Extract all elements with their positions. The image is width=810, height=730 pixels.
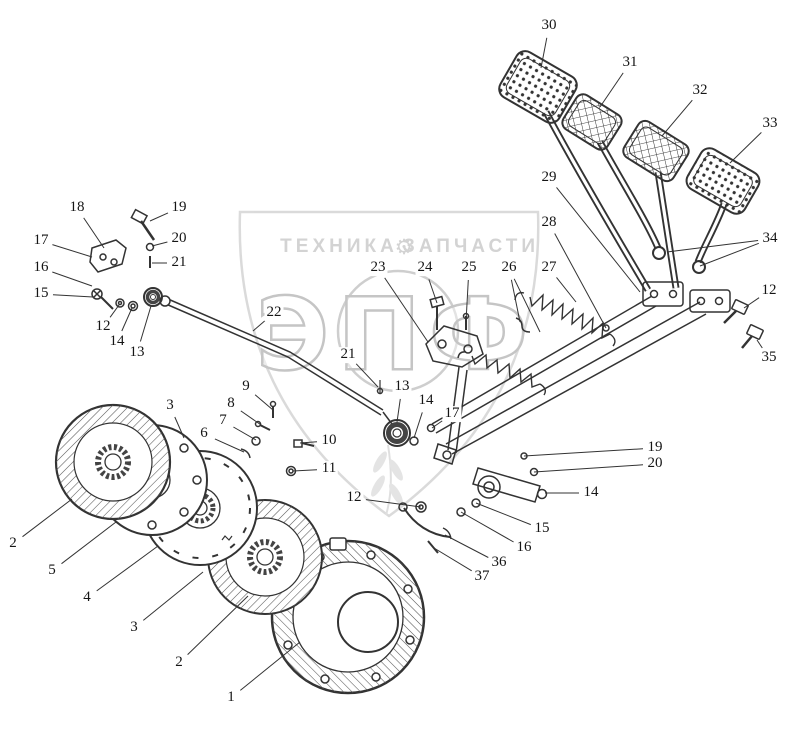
callout-11-34: 11 (319, 460, 339, 477)
callout-15-20: 15 (31, 285, 51, 302)
callout-33-3: 33 (760, 115, 780, 132)
callout-5-44: 5 (46, 562, 58, 579)
callout-29-5: 29 (539, 169, 559, 186)
callout-10-33: 10 (319, 432, 339, 449)
callout-28-6: 28 (539, 214, 559, 231)
callout-3-46: 3 (164, 397, 176, 414)
callout-18-14: 18 (67, 199, 87, 216)
callout-19-15: 19 (169, 199, 189, 216)
callout-22-24: 22 (264, 304, 284, 321)
callout-20-37: 20 (645, 455, 665, 472)
callout-16-18: 16 (31, 259, 51, 276)
callout-12-21: 12 (93, 318, 113, 335)
watermark-logo-text: ЭПФ (256, 276, 536, 393)
callout-14-31: 14 (416, 392, 436, 409)
release-bracket (415, 452, 548, 517)
callout-15-39: 15 (532, 520, 552, 537)
callout-31-1: 31 (620, 54, 640, 71)
bolt-35 (741, 324, 764, 349)
callout-14-22: 14 (107, 333, 127, 350)
callout-25-9: 25 (459, 259, 479, 276)
pedal-pad-30 (498, 50, 578, 124)
callout-13-23: 13 (127, 344, 147, 361)
callout-37-42: 37 (472, 568, 492, 585)
callout-19-36: 19 (645, 439, 665, 456)
small-parts-center (240, 400, 315, 477)
callout-3-47: 3 (128, 619, 140, 636)
callout-12-12: 12 (759, 282, 779, 299)
callout-24-10: 24 (415, 259, 435, 276)
callout-2-43: 2 (7, 535, 19, 552)
pedal-pad-32 (622, 119, 690, 183)
callout-2-48: 2 (173, 654, 185, 671)
callout-35-13: 35 (759, 349, 779, 366)
center-fittings (383, 419, 457, 465)
pivot-brackets (642, 281, 731, 313)
callout-26-8: 26 (499, 259, 519, 276)
callout-30-0: 30 (539, 17, 559, 34)
callout-13-28: 13 (392, 378, 412, 395)
clevis-ends (652, 246, 706, 274)
watermark-left-text: ТЕХНИКА (280, 236, 398, 257)
callout-4-45: 4 (81, 589, 93, 606)
left-hardware-cluster (89, 208, 163, 312)
watermark: ТЕХНИКА ⚙ ЗАПЧАСТИ ЭПФ (238, 210, 540, 518)
callout-27-7: 27 (539, 259, 559, 276)
callout-21-25: 21 (338, 346, 358, 363)
callout-1-49: 1 (225, 689, 237, 706)
callout-7-29: 7 (217, 412, 229, 429)
callout-12-35: 12 (344, 489, 364, 506)
callout-6-30: 6 (198, 425, 210, 442)
callout-36-41: 36 (489, 554, 509, 571)
callout-17-32: 17 (442, 405, 462, 422)
pedal-pad-33 (685, 147, 761, 215)
callout-23-11: 23 (368, 259, 388, 276)
callout-14-38: 14 (581, 484, 601, 501)
callout-16-40: 16 (514, 539, 534, 556)
callout-9-26: 9 (240, 378, 252, 395)
callout-20-17: 20 (169, 230, 189, 247)
callout-21-19: 21 (169, 254, 189, 271)
friction-disc-2a (54, 403, 172, 521)
callout-34-4: 34 (760, 230, 780, 247)
brake-levers (431, 295, 707, 455)
gear-icon: ⚙ (395, 235, 414, 259)
callout-17-16: 17 (31, 232, 51, 249)
pull-rod (159, 295, 393, 425)
callout-8-27: 8 (225, 395, 237, 412)
callout-32-2: 32 (690, 82, 710, 99)
bolt-12-right (723, 299, 749, 324)
watermark-right-text: ЗАПЧАСТИ (403, 236, 539, 257)
pedal-pad-31 (561, 93, 623, 151)
